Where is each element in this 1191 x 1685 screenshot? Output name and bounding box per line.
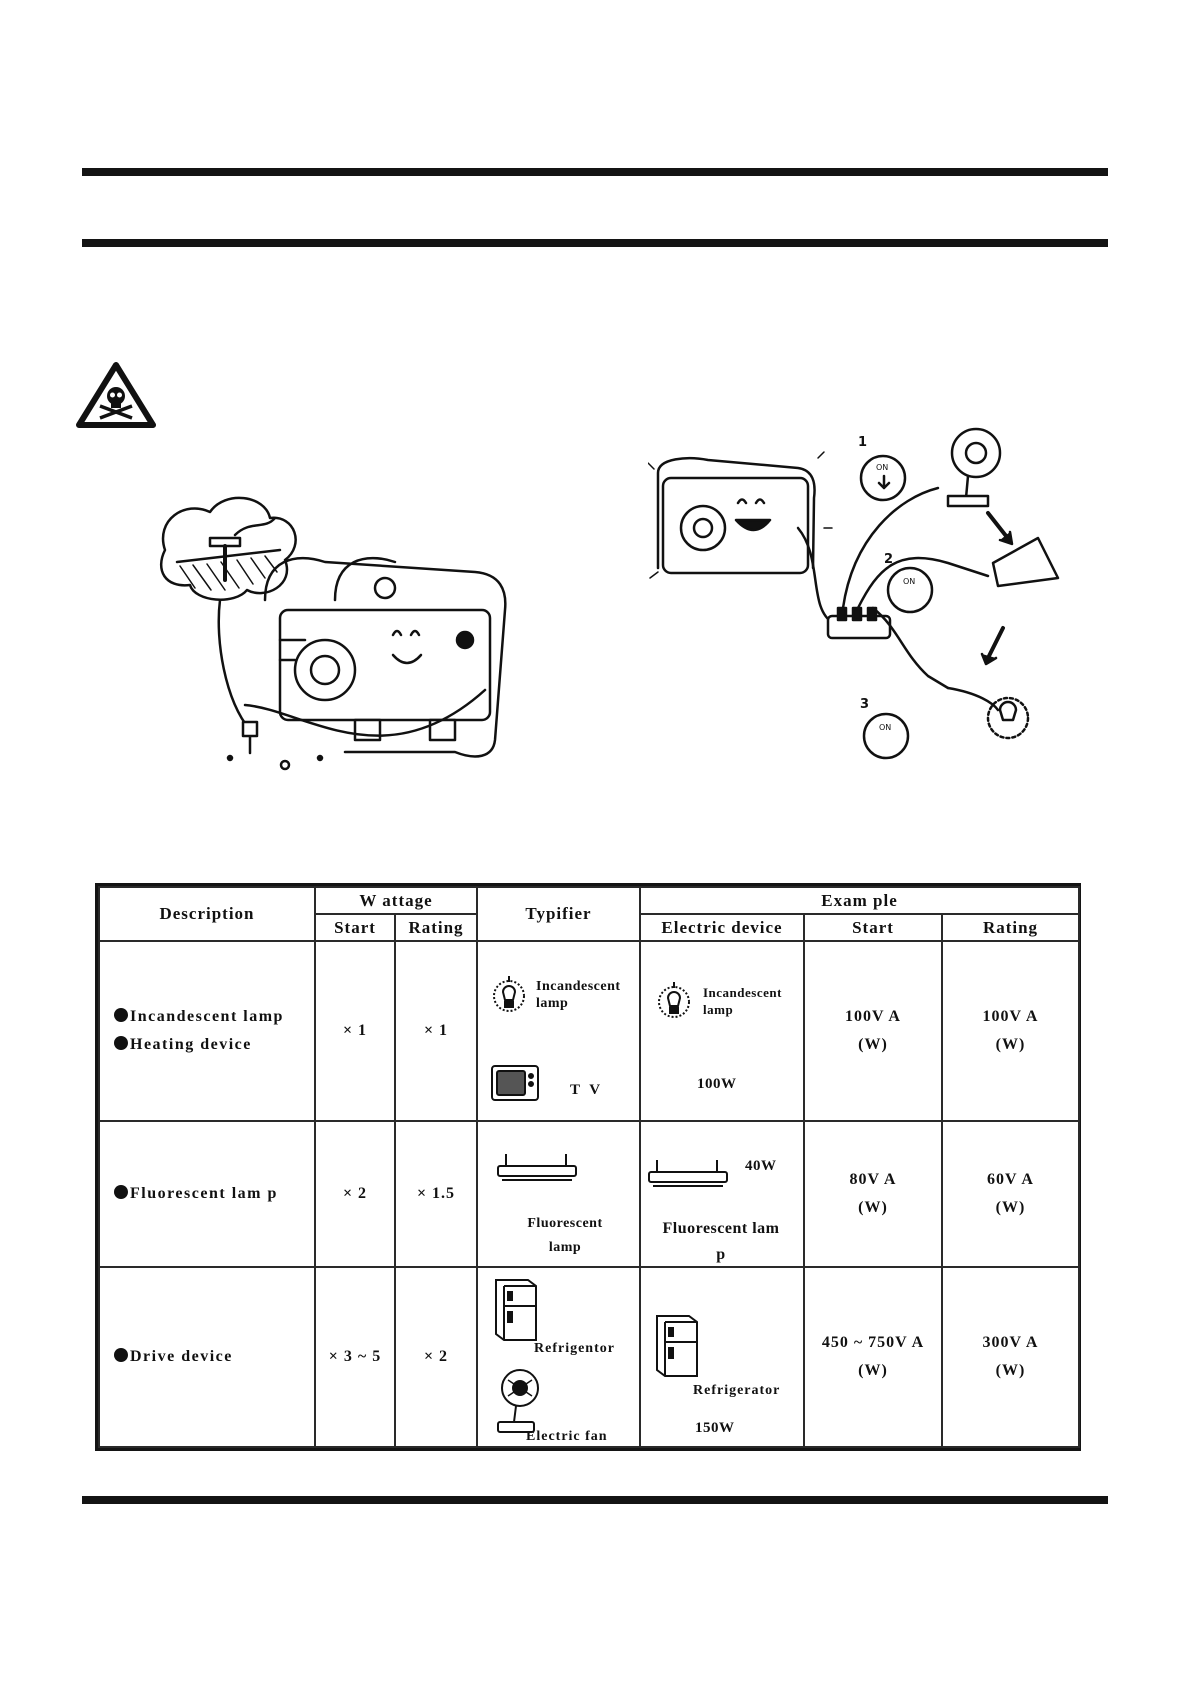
bulb-icon	[658, 982, 690, 1018]
svg-text:ON: ON	[876, 463, 888, 472]
electric-fan-icon	[497, 1369, 539, 1433]
row-wattage-start: × 3 ~ 5	[314, 1266, 396, 1448]
row-example-rating: 60V A (W)	[940, 1120, 1081, 1268]
row-electric-device: Incandescent lamp 100W	[639, 940, 805, 1122]
bullet-icon	[114, 1185, 128, 1199]
table-row: Drive device × 3 ~ 5 × 2 Refrigentor Ele…	[98, 1266, 1081, 1448]
svg-text:1: 1	[858, 435, 867, 450]
header-wattage: W attage	[314, 886, 478, 915]
svg-text:ON: ON	[903, 577, 915, 586]
header-example-rating: Rating	[940, 913, 1081, 942]
bulb-icon	[493, 976, 525, 1012]
bullet-icon	[114, 1036, 128, 1050]
row-electric-device: Refrigerator 150W	[639, 1266, 805, 1448]
row-description: Incandescent lamp Heating device	[98, 940, 316, 1122]
refrigerator-icon	[656, 1315, 698, 1377]
header-rule-top	[82, 168, 1108, 176]
svg-text:2: 2	[884, 552, 893, 567]
row-electric-device: 40W Fluorescent lam p	[639, 1120, 805, 1268]
row-wattage-rating: × 1.5	[394, 1120, 478, 1268]
row-typifier: Fluorescent lamp	[476, 1120, 641, 1268]
header-wattage-rating: Rating	[394, 913, 478, 942]
table-row: Fluorescent lam p × 2 × 1.5 Fluorescent …	[98, 1120, 1081, 1268]
connection-order-illustration: 1 ON 2 ON 3 ON	[648, 418, 1068, 778]
row-description: Fluorescent lam p	[98, 1120, 316, 1268]
row-wattage-start: × 2	[314, 1120, 396, 1268]
header-wattage-start: Start	[314, 913, 396, 942]
row-typifier: Incandescent lamp T V	[476, 940, 641, 1122]
footer-rule	[82, 1496, 1108, 1504]
bullet-icon	[114, 1348, 128, 1362]
row-example-start: 450 ~ 750V A (W)	[803, 1266, 943, 1448]
row-typifier: Refrigentor Electric fan	[476, 1266, 641, 1448]
header-rule-bottom	[82, 239, 1108, 247]
row-wattage-rating: × 1	[394, 940, 478, 1122]
tv-icon	[491, 1065, 539, 1101]
refrigerator-icon	[495, 1279, 537, 1341]
row-wattage-rating: × 2	[394, 1266, 478, 1448]
row-wattage-start: × 1	[314, 940, 396, 1122]
header-description: Description	[98, 886, 316, 942]
row-example-start: 100V A (W)	[803, 940, 943, 1122]
svg-text:3: 3	[860, 697, 869, 712]
row-example-rating: 300V A (W)	[940, 1266, 1081, 1448]
wattage-table: Description W attage Typifier Exam ple S…	[95, 883, 1081, 1451]
svg-text:ON: ON	[879, 723, 891, 732]
row-description: Drive device	[98, 1266, 316, 1448]
generator-grounding-illustration	[155, 490, 535, 780]
bullet-icon	[114, 1008, 128, 1022]
row-example-start: 80V A (W)	[803, 1120, 943, 1268]
header-electric-device: Electric device	[639, 913, 805, 942]
header-example: Exam ple	[638, 886, 1081, 915]
table-row: Incandescent lamp Heating device × 1 × 1…	[98, 940, 1081, 1122]
fluorescent-lamp-icon	[648, 1160, 728, 1187]
fluorescent-lamp-icon	[497, 1154, 577, 1181]
header-typifier: Typifier	[476, 886, 641, 942]
poison-warning-icon	[76, 362, 156, 428]
header-example-start: Start	[803, 913, 943, 942]
row-example-rating: 100V A (W)	[940, 940, 1081, 1122]
